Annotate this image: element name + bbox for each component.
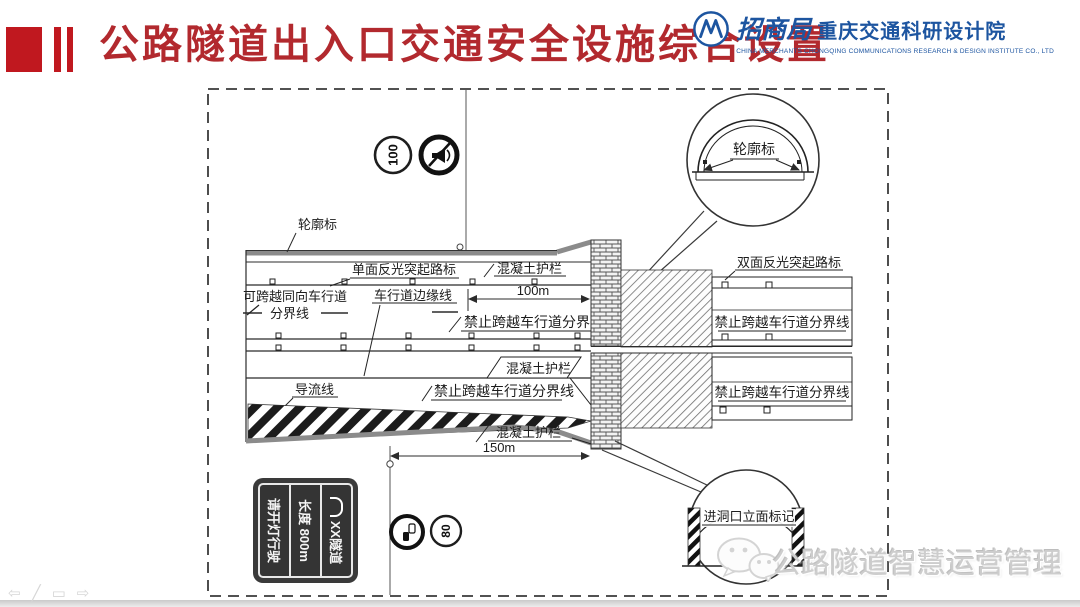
slide-panel-icon[interactable]: ▭ bbox=[51, 585, 66, 602]
speed-100-value: 100 bbox=[386, 144, 401, 166]
svg-text:混凝土护栏: 混凝土护栏 bbox=[496, 425, 561, 440]
tunnel-sign-lights: 请开灯行驶 bbox=[260, 485, 291, 576]
label-single-sided-marker: 单面反光突起路标 bbox=[352, 262, 456, 277]
logo-brand: 招商局 bbox=[736, 16, 812, 44]
magnifier-tunnel-section: 轮廓标 bbox=[643, 93, 820, 281]
label-double-sided-marker: 双面反光突起路标 bbox=[737, 255, 841, 270]
tunnel-sign-name: XX隧道 bbox=[328, 520, 343, 565]
svg-text:混凝土护栏: 混凝土护栏 bbox=[506, 361, 571, 376]
tunnel-hatch-bottom bbox=[620, 352, 713, 429]
sign-speed-limit-100: 100 bbox=[373, 135, 413, 175]
crossable-line-tick bbox=[246, 304, 260, 316]
label-contour-marker-detail: 轮廓标 bbox=[733, 141, 775, 157]
station-line-top bbox=[456, 90, 467, 251]
label-guide-line: 导流线 bbox=[295, 382, 334, 397]
lane-edge-line-top bbox=[246, 278, 591, 286]
dashed-center-line-marks bbox=[243, 311, 458, 314]
prev-slide-icon[interactable]: ⇦ bbox=[8, 585, 21, 602]
portal-stripe-column-left bbox=[687, 507, 701, 567]
presenter-nav: ⇦ ╱ ▭ ⇨ bbox=[8, 586, 89, 601]
sign-no-horn bbox=[418, 134, 460, 176]
tunnel-arch-section bbox=[692, 119, 814, 181]
tunnel-info-sign: XX隧道 长度 800m 请开灯行驶 bbox=[253, 478, 358, 583]
label-crossable-line-1: 可跨越同向车行道 bbox=[243, 289, 347, 304]
logo-subtitle: CHINA MERCHANTS CHONGQING COMMUNICATIONS… bbox=[736, 48, 1054, 55]
plan-view: 轮廓标 单面反光突起路标 混凝土护栏 可跨越同向车行道 分界线 bbox=[243, 217, 853, 460]
median-lines bbox=[246, 332, 591, 352]
dimension-100m: 100m bbox=[467, 283, 590, 311]
label-concrete-barrier-top: 混凝土护栏 bbox=[497, 261, 562, 276]
no-horn-icon bbox=[428, 142, 451, 167]
label-no-crossing-bottom-left: 禁止跨越车行道分界线 bbox=[434, 383, 574, 399]
next-slide-icon[interactable]: ⇨ bbox=[76, 585, 90, 602]
label-edge-line: 车行道边缘线 bbox=[374, 288, 452, 303]
pen-tool-icon[interactable]: ╱ bbox=[31, 585, 41, 602]
watermark-text: 公路隧道智慧运营管理 bbox=[772, 548, 1063, 580]
portal-brick-bottom bbox=[590, 352, 622, 450]
tunnel-roadway-band-top: 禁止跨越车行道分界线 bbox=[711, 276, 853, 347]
label-concrete-barrier-middle: 混凝土护栏 bbox=[486, 356, 599, 415]
portal-brick-top bbox=[590, 239, 622, 347]
title-accent-bar-2 bbox=[67, 27, 73, 72]
median-markers bbox=[275, 332, 581, 351]
gore-stripes bbox=[247, 403, 592, 441]
title-accent-block bbox=[6, 27, 42, 72]
label-no-crossing-tunnel-bottom: 禁止跨越车行道分界线 bbox=[715, 384, 850, 400]
tunnel-icon bbox=[330, 496, 343, 517]
bottom-guardrail bbox=[245, 424, 592, 446]
dim-100m-text: 100m bbox=[517, 283, 550, 298]
logo-text: 招商局重庆交通科研设计院 CHINA MERCHANTS CHONGQING C… bbox=[736, 10, 1054, 55]
tunnel-sign-length: 长度 800m bbox=[291, 485, 322, 576]
logo-org: 重庆交通科研设计院 bbox=[817, 21, 1007, 43]
label-portal-facade-marking: 进洞口立面标记 bbox=[703, 509, 794, 524]
top-guardrail bbox=[246, 239, 592, 256]
dimension-150m: 150m bbox=[390, 440, 590, 460]
cm-logo-icon bbox=[693, 11, 730, 47]
speed-80-value: 80 bbox=[439, 524, 453, 538]
sign-speed-limit-80: 80 bbox=[429, 514, 463, 548]
dim-150m-text: 150m bbox=[483, 440, 516, 455]
tunnel-info-sign-face: XX隧道 长度 800m 请开灯行驶 bbox=[258, 483, 353, 578]
label-contour-marker: 轮廓标 bbox=[298, 217, 337, 232]
company-logo: 招商局重庆交通科研设计院 CHINA MERCHANTS CHONGQING C… bbox=[692, 10, 1054, 55]
title-accent-bar-1 bbox=[54, 27, 61, 72]
label-no-crossing-top: 禁止跨越车行道分界线 bbox=[464, 314, 604, 330]
tunnel-hatch-top bbox=[620, 269, 713, 348]
station-line-bottom bbox=[386, 446, 394, 595]
label-no-crossing-tunnel-top: 禁止跨越车行道分界线 bbox=[715, 314, 850, 330]
label-crossable-line-2: 分界线 bbox=[270, 306, 309, 321]
wechat-icon bbox=[717, 537, 780, 582]
sign-no-overtaking bbox=[389, 514, 425, 550]
tunnel-roadway-band-bottom: 禁止跨越车行道分界线 bbox=[711, 356, 853, 421]
bottom-bar bbox=[0, 600, 1080, 607]
